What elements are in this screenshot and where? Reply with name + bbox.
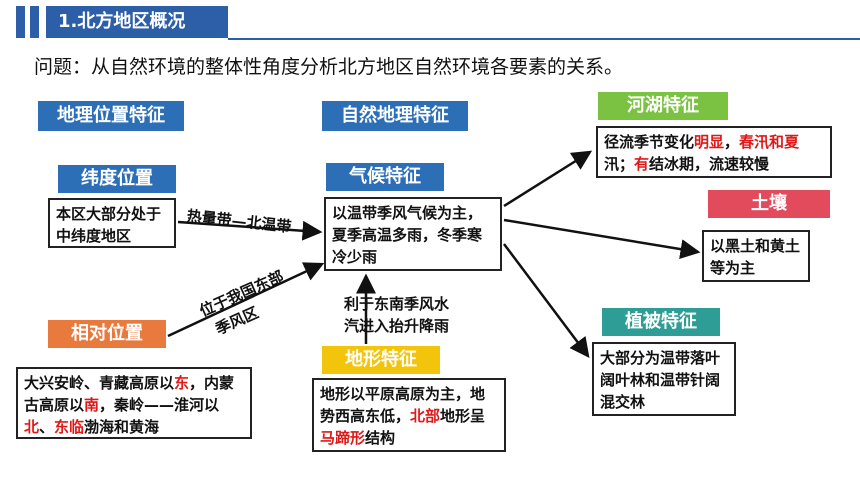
highlight: 马蹄形 xyxy=(320,429,366,447)
tag-vegetation: 植被特征 xyxy=(602,308,720,336)
tag-rivers-lakes: 河湖特征 xyxy=(598,92,728,120)
text: 地形呈 xyxy=(440,407,486,425)
arrow-climate-to-rivers xyxy=(503,150,593,208)
highlight: 南 xyxy=(84,396,100,414)
tag-soil: 土壤 xyxy=(708,190,830,218)
highlight: 北部 xyxy=(410,407,441,425)
heading-geo-position: 地理位置特征 xyxy=(38,101,184,131)
box-climate: 以温带季风气候为主，夏季高温多雨，冬季寒冷少雨 xyxy=(324,197,502,271)
arrow-relative-to-climate xyxy=(167,262,325,338)
box-latitude: 本区大部分处于中纬度地区 xyxy=(48,198,176,248)
box-relative-position: 大兴安岭、青藏高原以东，内蒙古高原以南，秦岭——淮河以北、东临渤海和黄海 xyxy=(16,367,252,439)
highlight: 有 xyxy=(634,155,650,173)
arrow-climate-to-soil xyxy=(503,218,701,260)
highlight: 春汛和 xyxy=(739,133,785,151)
section-title: 1.北方地区概况 xyxy=(46,6,228,38)
highlight: 北 xyxy=(24,418,40,436)
label-terrain-climate-1: 利于东南季风水 xyxy=(344,295,450,313)
highlight: 夏 xyxy=(784,133,800,151)
box-terrain: 地形以平原高原为主，地势西高东低，北部地形呈马蹄形结构 xyxy=(312,378,506,452)
arrow-climate-to-vegetation xyxy=(503,243,590,358)
tag-terrain: 地形特征 xyxy=(322,346,440,374)
text: 径流季节变化 xyxy=(604,133,695,151)
header-accent-bar xyxy=(16,6,25,38)
heading-natural-features: 自然地理特征 xyxy=(322,101,468,131)
text: ，秦岭——淮河以 xyxy=(99,396,220,414)
text: ，内蒙古高原以 xyxy=(24,374,235,414)
box-rivers-lakes: 径流季节变化明显，春汛和夏汛；有结冰期，流速较慢 xyxy=(596,126,832,178)
tag-climate: 气候特征 xyxy=(326,163,444,191)
label-terrain-climate-2: 汽进入抬升降雨 xyxy=(344,317,450,335)
text: 渤海和黄海 xyxy=(84,418,160,436)
text: 地形以平原高原为主，地势西高东低， xyxy=(320,385,486,425)
box-vegetation: 大部分为温带落叶阔叶林和温带针阔混交林 xyxy=(592,342,736,416)
text: 结构 xyxy=(365,429,396,447)
box-soil: 以黑土和黄土等为主 xyxy=(702,230,810,282)
text: 大兴安岭、青藏高原以 xyxy=(24,374,175,392)
text: ， xyxy=(724,133,740,151)
text: 结冰期，流速较慢 xyxy=(649,155,770,173)
header-accent-bar xyxy=(30,6,39,38)
header-underline xyxy=(228,38,860,40)
text: 汛； xyxy=(604,155,635,173)
arrow-latitude-to-climate xyxy=(177,220,323,241)
highlight: 明显 xyxy=(694,133,725,151)
text: 、 xyxy=(39,418,55,436)
tag-relative-position: 相对位置 xyxy=(48,320,166,348)
highlight: 东 xyxy=(174,374,190,392)
tag-latitude: 纬度位置 xyxy=(58,165,176,193)
highlight: 东临 xyxy=(54,418,85,436)
question-text: 问题：从自然环境的整体性角度分析北方地区自然环境各要素的关系。 xyxy=(34,56,624,78)
